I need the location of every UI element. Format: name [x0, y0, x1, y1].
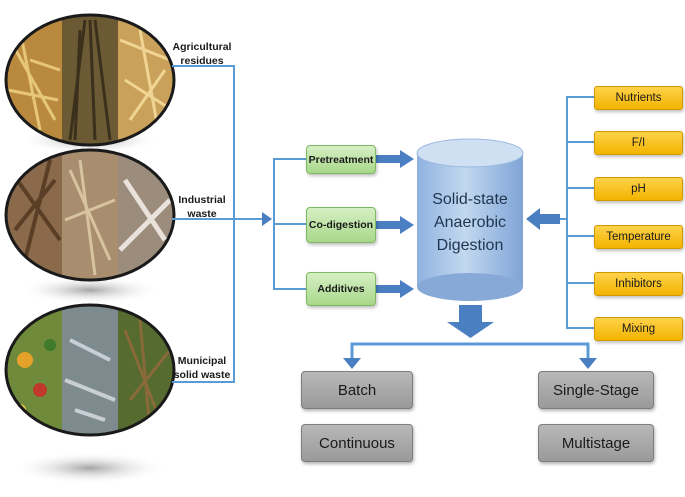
strategy-arrows: [376, 150, 414, 298]
center-title-line: Solid-state: [432, 191, 508, 208]
factor-connectors: [560, 96, 594, 329]
strategy-pretreatment: Pretreatment: [306, 145, 376, 174]
source-label-line: waste: [187, 208, 217, 220]
center-title: Solid-state Anaerobic Digestion: [418, 188, 522, 257]
factor-ph: pH: [594, 177, 683, 201]
arrow-from-factors: [526, 208, 560, 230]
factor-inhibitors: Inhibitors: [594, 272, 683, 296]
source-label-municipal: Municipal solid waste: [170, 354, 234, 382]
arrow-left-branch: [343, 358, 361, 369]
mode-single-stage: Single-Stage: [538, 371, 654, 409]
strategy-additives: Additives: [306, 272, 376, 306]
digestion-cylinder: [416, 138, 524, 301]
strategy-co-digestion: Co-digestion: [306, 207, 376, 243]
agricultural-residues-photo: [4, 13, 176, 147]
arrow-down: [447, 305, 494, 338]
source-label-industrial: Industrial waste: [170, 193, 234, 221]
source-label-line: residues: [180, 55, 224, 67]
mode-branch: [350, 342, 590, 360]
source-label-line: Industrial: [178, 194, 226, 206]
center-title-line: Anaerobic: [433, 214, 507, 231]
factor-mixing: Mixing: [594, 317, 683, 341]
industrial-waste-photo: [4, 148, 176, 282]
source-label-agricultural: Agricultural residues: [170, 40, 234, 68]
municipal-solid-waste-photo: [4, 303, 176, 437]
mode-continuous: Continuous: [301, 424, 413, 462]
arrow-to-strategies: [262, 212, 272, 226]
factor-nutrients: Nutrients: [594, 86, 683, 110]
factor-fi: F/I: [594, 131, 683, 155]
mode-batch: Batch: [301, 371, 413, 409]
source-label-line: Agricultural: [172, 41, 232, 53]
photo-shadow: [18, 276, 162, 304]
arrow-right-branch: [579, 358, 597, 369]
mode-multistage: Multistage: [538, 424, 654, 462]
factor-temperature: Temperature: [594, 225, 683, 249]
source-connectors: [172, 65, 262, 383]
source-label-line: solid waste: [173, 369, 231, 381]
center-title-line: Digestion: [436, 237, 504, 254]
photo-shadow: [12, 452, 168, 484]
source-label-line: Municipal: [177, 355, 227, 367]
strategy-bracket: [273, 158, 306, 290]
